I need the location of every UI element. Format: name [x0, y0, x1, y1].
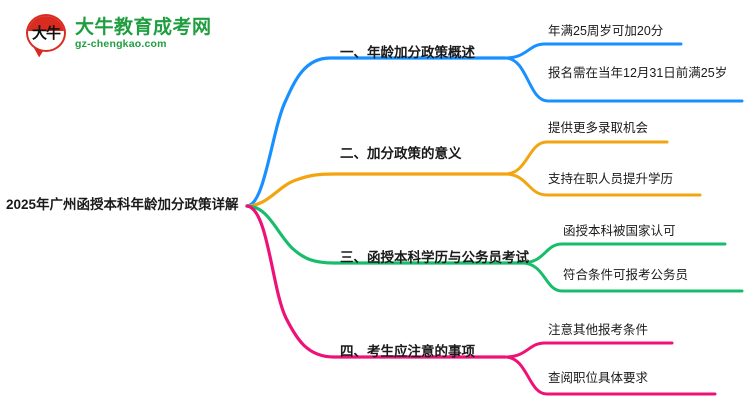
mindmap-branch-1-label[interactable]: 一、年龄加分政策概述	[340, 45, 475, 60]
mindmap-branch-1-leaf-1[interactable]: 年满25周岁可加20分	[548, 24, 664, 38]
mindmap-branch-3-label[interactable]: 三、函授本科学历与公务员考试	[340, 250, 529, 265]
mindmap-branch-2-label[interactable]: 二、加分政策的意义	[340, 146, 462, 161]
mindmap-branch-3-leaf-1[interactable]: 函授本科被国家认可	[563, 224, 676, 238]
mindmap-branch-4-leaf-2[interactable]: 查阅职位具体要求	[548, 371, 649, 385]
link-root-branch-1	[245, 56, 507, 208]
mindmap-branch-2-leaf-2[interactable]: 支持在职人员提升学历	[548, 172, 674, 186]
link-root-branch-3	[245, 204, 524, 265]
mindmap-branch-4-label[interactable]: 四、考生应注意的事项	[340, 344, 475, 359]
link-branch-3-leaf-1	[520, 242, 727, 265]
link-branch-4-leaf-2	[503, 355, 717, 396]
mindmap-root-node[interactable]: 2025年广州函授本科年龄加分政策详解	[6, 197, 239, 212]
link-branch-4-leaf-1	[503, 341, 674, 359]
mindmap-branch-3-leaf-2[interactable]: 符合条件可报考公务员	[563, 268, 689, 282]
link-branch-2-leaf-1	[503, 140, 669, 176]
link-branch-1-leaf-1	[503, 42, 683, 60]
link-root-branch-4	[245, 204, 507, 359]
site-logo: 大牛 大牛教育成考网 gz-chengkao.com	[26, 12, 236, 58]
link-branch-3-leaf-2	[520, 261, 744, 293]
mindmap-branch-4-leaf-1[interactable]: 注意其他报考条件	[548, 323, 649, 337]
logo-name-cn: 大牛教育成考网	[75, 17, 212, 39]
mindmap-branch-1-leaf-2[interactable]: 报名需在当年12月31日前满25岁	[548, 66, 728, 80]
link-root-branch-2	[245, 172, 507, 208]
link-branch-2-leaf-2	[503, 172, 702, 197]
logo-mark-text: 大牛	[31, 24, 61, 42]
logo-name-en: gz-chengkao.com	[75, 38, 167, 51]
mindmap-branch-2-leaf-1[interactable]: 提供更多录取机会	[548, 121, 649, 135]
logo-bubble-icon: 大牛	[26, 14, 66, 58]
link-branch-1-leaf-2	[503, 56, 744, 103]
